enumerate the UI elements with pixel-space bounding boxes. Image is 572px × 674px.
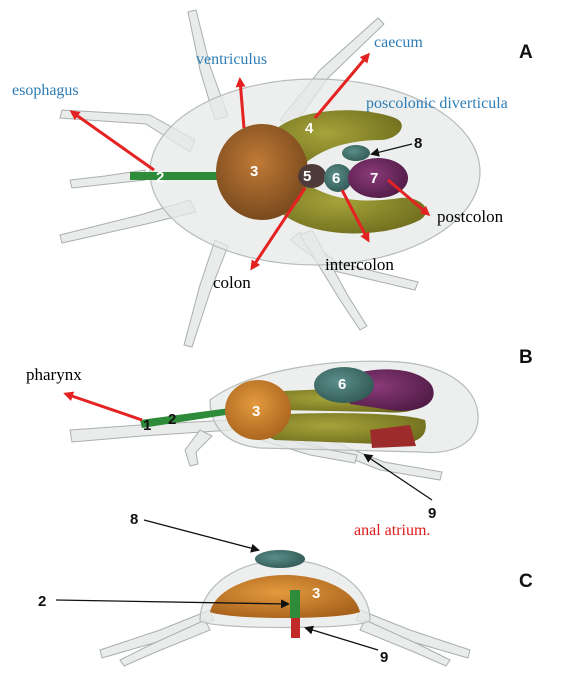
number-2-esophagus-c: 2 <box>38 593 46 610</box>
number-3-ventriculus-a: 3 <box>250 163 258 180</box>
label-postcolon: postcolon <box>437 207 504 226</box>
panel-a-intercolon <box>324 164 352 192</box>
panel-b-lateral-view: 1 2 3 6 9 pharynx anal atrium. B <box>26 347 533 539</box>
panel-c-anal-atrium <box>291 618 300 638</box>
label-caecum: caecum <box>374 34 423 51</box>
panel-label-b: B <box>519 347 533 368</box>
arrow-9-b <box>363 453 433 501</box>
panel-a-ventriculus <box>216 124 308 220</box>
number-6-intercolon-b: 6 <box>338 376 346 393</box>
arrow-pharynx <box>63 391 143 422</box>
arrow-8-a <box>370 143 413 157</box>
panel-b-intercolon <box>314 367 374 403</box>
number-1-pharynx: 1 <box>143 417 151 434</box>
number-5-colon: 5 <box>303 168 311 185</box>
panel-a-lower-caecum <box>280 180 427 234</box>
label-anal-atrium: anal atrium. <box>354 522 430 539</box>
panel-c-postcolonic-diverticula <box>255 550 305 568</box>
panel-b-esophagus <box>140 408 232 428</box>
arrow-colon <box>250 187 307 271</box>
panel-c-ventriculus <box>210 575 360 618</box>
label-poscolonic-diverticula: poscolonic diverticula <box>366 95 508 112</box>
arrow-postcolon <box>387 178 431 216</box>
number-2-esophagus-b: 2 <box>168 411 176 428</box>
label-pharynx: pharynx <box>26 365 82 384</box>
panel-a-postcolonic-diverticula <box>342 145 370 161</box>
panel-c-frontal-view: 3 8 2 9 C <box>38 511 533 667</box>
number-7-postcolon: 7 <box>370 170 378 187</box>
arrow-esophagus <box>69 110 155 172</box>
panel-a-dorsal-view: 2 3 4 5 6 7 8 esophagus ventriculus caec… <box>12 9 533 348</box>
number-6-intercolon-a: 6 <box>332 170 340 187</box>
label-colon: colon <box>213 273 251 292</box>
arrow-2-c <box>55 599 290 609</box>
label-ventriculus: ventriculus <box>196 51 267 68</box>
number-8-poscolonic-a: 8 <box>414 135 422 152</box>
number-2-esophagus-a: 2 <box>156 169 164 186</box>
panel-c-leg-right-2 <box>359 619 451 667</box>
panel-c-leg-left-2 <box>119 619 211 667</box>
label-esophagus: esophagus <box>12 82 79 99</box>
arrow-8-c <box>143 519 260 553</box>
arrow-9-c <box>304 625 379 651</box>
label-intercolon: intercolon <box>325 255 394 274</box>
arrow-ventriculus <box>235 77 246 129</box>
panel-label-c: C <box>519 571 533 592</box>
panel-a-upper-caecum <box>275 110 402 168</box>
panel-label-a: A <box>519 42 533 63</box>
number-8-poscolonic-c: 8 <box>130 511 138 528</box>
arrow-intercolon <box>340 189 370 243</box>
panel-b-ventriculus <box>225 380 291 440</box>
panel-c-esophagus <box>290 590 300 618</box>
number-9-anal-atrium-b: 9 <box>428 505 436 522</box>
number-3-ventriculus-b: 3 <box>252 403 260 420</box>
arrow-caecum <box>313 52 370 119</box>
panel-a-esophagus-tube <box>130 172 230 180</box>
number-9-anal-atrium-c: 9 <box>380 649 388 666</box>
panel-a-colon <box>298 164 326 188</box>
number-4-caecum: 4 <box>305 120 314 137</box>
panel-b-anal-atrium-tube <box>370 425 416 448</box>
panel-a-postcolon <box>348 158 408 198</box>
number-3-ventriculus-c: 3 <box>312 585 320 602</box>
panel-b-leg-mid <box>184 429 213 467</box>
